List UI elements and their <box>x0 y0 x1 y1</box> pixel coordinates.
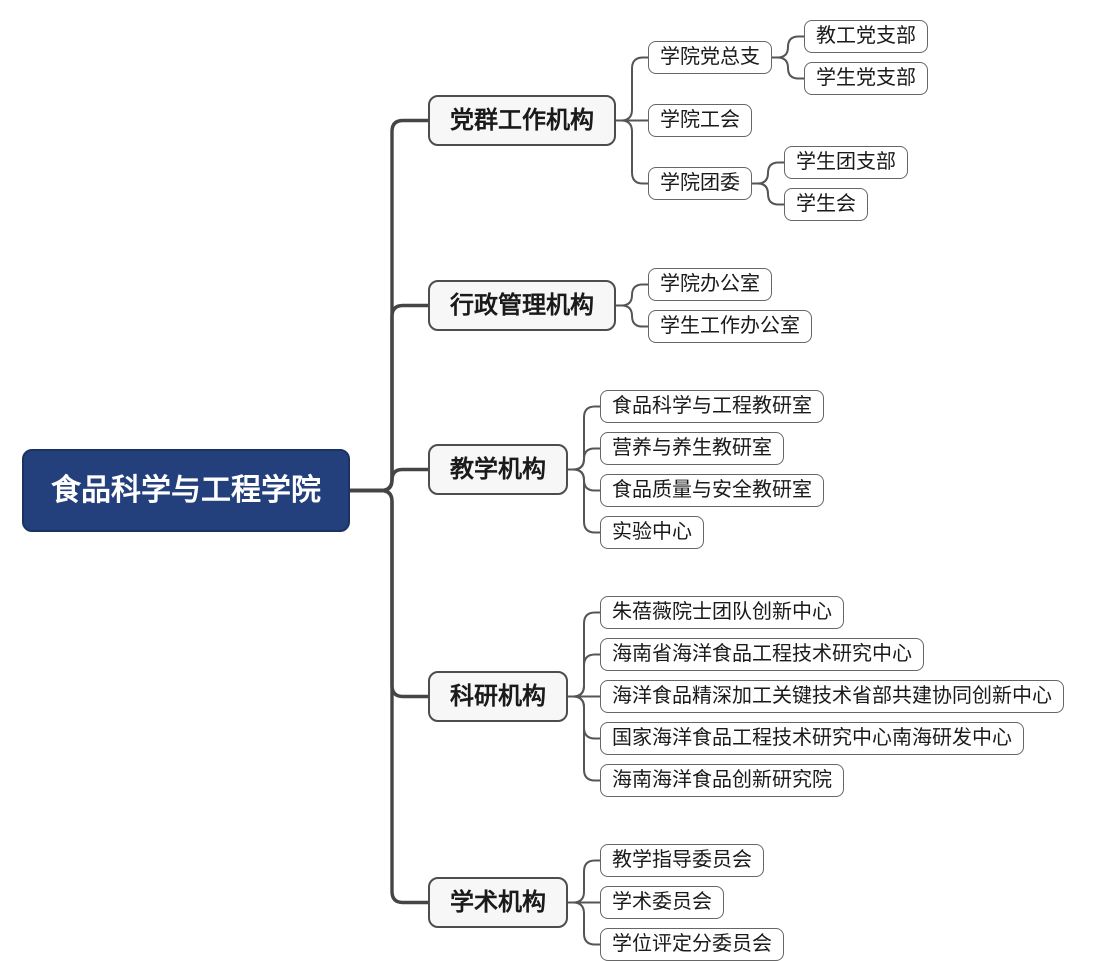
node-student-party-branch: 学生党支部 <box>804 62 928 95</box>
subtree-national-marine-food-center: 国家海洋食品工程技术研究中心南海研发中心 <box>600 722 1064 755</box>
subtree-food-quality-teaching-office: 食品质量与安全教研室 <box>600 474 824 507</box>
branches-column: 党群工作机构 学院党总支 教工党支部 学生党支部 <box>428 20 1064 961</box>
administration-children: 学院办公室 学生工作办公室 <box>648 268 812 343</box>
node-student-league-branch: 学生团支部 <box>784 146 908 179</box>
node-collab-innovation-center: 海洋食品精深加工关键技术省部共建协同创新中心 <box>600 680 1064 713</box>
subtree-party-mass: 党群工作机构 学院党总支 教工党支部 学生党支部 <box>428 20 1064 221</box>
teaching-children: 食品科学与工程教研室 营养与养生教研室 食品质量与安全教研室 实验中心 <box>600 390 824 549</box>
subtree-party-general-branch: 学院党总支 教工党支部 学生党支部 <box>648 20 928 95</box>
node-college-office: 学院办公室 <box>648 268 772 301</box>
subtree-hainan-marine-food-center: 海南省海洋食品工程技术研究中心 <box>600 638 1064 671</box>
node-food-sci-eng-teaching-office: 食品科学与工程教研室 <box>600 390 824 423</box>
node-labor-union: 学院工会 <box>648 104 752 137</box>
subtree-lab-center: 实验中心 <box>600 516 824 549</box>
subtree-food-sci-eng-teaching-office: 食品科学与工程教研室 <box>600 390 824 423</box>
node-administration: 行政管理机构 <box>428 279 616 332</box>
node-teaching: 教学机构 <box>428 443 568 496</box>
subtree-labor-union: 学院工会 <box>648 104 928 137</box>
subtree-hainan-marine-food-institute: 海南海洋食品创新研究院 <box>600 764 1064 797</box>
subtree-teaching-committee: 教学指导委员会 <box>600 844 784 877</box>
node-academic-committee: 学术委员会 <box>600 886 724 919</box>
subtree-collab-innovation-center: 海洋食品精深加工关键技术省部共建协同创新中心 <box>600 680 1064 713</box>
subtree-degree-committee: 学位评定分委员会 <box>600 928 784 961</box>
node-food-quality-teaching-office: 食品质量与安全教研室 <box>600 474 824 507</box>
node-hainan-marine-food-center: 海南省海洋食品工程技术研究中心 <box>600 638 924 671</box>
node-youth-league: 学院团委 <box>648 167 752 200</box>
node-national-marine-food-center: 国家海洋食品工程技术研究中心南海研发中心 <box>600 722 1024 755</box>
subtree-administration: 行政管理机构 学院办公室 学生工作办公室 <box>428 268 1064 343</box>
root-node: 食品科学与工程学院 <box>22 449 350 532</box>
subtree-zhubeiwei-innovation-center: 朱蓓薇院士团队创新中心 <box>600 596 1064 629</box>
subtree-student-party-branch: 学生党支部 <box>804 62 928 95</box>
subtree-research: 科研机构 朱蓓薇院士团队创新中心 海南省海洋食品工程技术研究中心 海洋食品精深加… <box>428 596 1064 797</box>
node-student-union: 学生会 <box>784 188 868 221</box>
subtree-student-league-branch: 学生团支部 <box>784 146 908 179</box>
node-staff-party-branch: 教工党支部 <box>804 20 928 53</box>
node-lab-center: 实验中心 <box>600 516 704 549</box>
subtree-academic-committee: 学术委员会 <box>600 886 784 919</box>
node-nutrition-teaching-office: 营养与养生教研室 <box>600 432 784 465</box>
subtree-nutrition-teaching-office: 营养与养生教研室 <box>600 432 824 465</box>
subtree-college-office: 学院办公室 <box>648 268 812 301</box>
subtree-youth-league: 学院团委 学生团支部 学生会 <box>648 146 928 221</box>
node-zhubeiwei-innovation-center: 朱蓓薇院士团队创新中心 <box>600 596 844 629</box>
youth-league-children: 学生团支部 学生会 <box>784 146 908 221</box>
node-academic: 学术机构 <box>428 876 568 929</box>
node-party-mass: 党群工作机构 <box>428 94 616 147</box>
subtree-student-affairs-office: 学生工作办公室 <box>648 310 812 343</box>
subtree-teaching: 教学机构 食品科学与工程教研室 营养与养生教研室 食品质量与安全教研室 实验中心 <box>428 390 1064 549</box>
subtree-staff-party-branch: 教工党支部 <box>804 20 928 53</box>
node-research: 科研机构 <box>428 670 568 723</box>
subtree-student-union: 学生会 <box>784 188 908 221</box>
node-hainan-marine-food-institute: 海南海洋食品创新研究院 <box>600 764 844 797</box>
party-general-branch-children: 教工党支部 学生党支部 <box>804 20 928 95</box>
subtree-academic: 学术机构 教学指导委员会 学术委员会 学位评定分委员会 <box>428 844 1064 961</box>
party-mass-children: 学院党总支 教工党支部 学生党支部 学院工会 <box>648 20 928 221</box>
node-teaching-committee: 教学指导委员会 <box>600 844 764 877</box>
academic-children: 教学指导委员会 学术委员会 学位评定分委员会 <box>600 844 784 961</box>
node-student-affairs-office: 学生工作办公室 <box>648 310 812 343</box>
node-party-general-branch: 学院党总支 <box>648 41 772 74</box>
node-degree-committee: 学位评定分委员会 <box>600 928 784 961</box>
research-children: 朱蓓薇院士团队创新中心 海南省海洋食品工程技术研究中心 海洋食品精深加工关键技术… <box>600 596 1064 797</box>
